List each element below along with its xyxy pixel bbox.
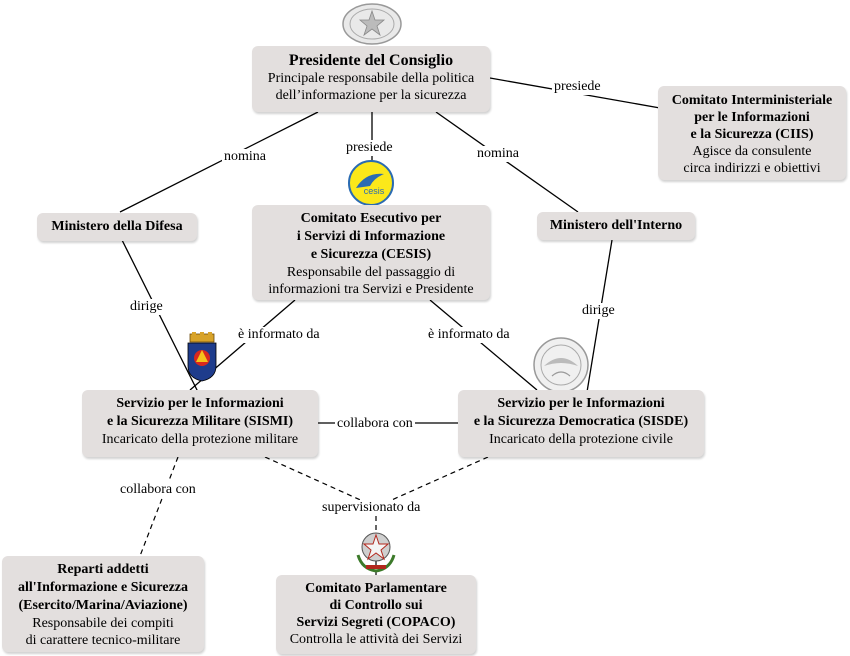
label-collabora-reparti: collabora con: [118, 482, 198, 498]
republic-seal-icon: [342, 3, 402, 45]
label-presiede-cesis: presiede: [344, 140, 395, 156]
node-ciis-desc: Agisce da consulente circa indirizzi e o…: [683, 144, 821, 176]
node-ciis: Comitato Interministeriale per le Inform…: [658, 86, 846, 180]
label-dirige-sismi: dirige: [128, 299, 165, 315]
edge-supervisionato-sismi: [264, 456, 377, 508]
cesis-logo-icon: cesis: [348, 160, 394, 206]
node-copaco: Comitato Parlamentare di Controllo sui S…: [276, 575, 476, 654]
node-copaco-title: Comitato Parlamentare di Controllo sui S…: [296, 581, 456, 630]
label-informato-sisde: è informato da: [426, 327, 512, 343]
edge-collabora-reparti: [139, 456, 179, 557]
sisde-seal-icon: [533, 337, 589, 393]
node-sisde-desc: Incaricato della protezione civile: [489, 432, 673, 447]
label-supervisionato: supervisionato da: [320, 500, 423, 516]
italian-emblem-icon: [356, 532, 396, 573]
label-dirige-sisde: dirige: [580, 303, 617, 319]
sismi-crest-icon: [187, 332, 217, 382]
node-presidente-desc: Principale responsabile della politica d…: [267, 71, 475, 103]
cesis-logo-text: cesis: [364, 186, 385, 196]
node-reparti-title: Reparti addetti all'Informazione e Sicur…: [17, 562, 189, 613]
node-sismi-title: Servizio per le Informazioni e la Sicure…: [106, 396, 294, 429]
node-sisde-title: Servizio per le Informazioni e la Sicure…: [473, 396, 689, 429]
edge-supervisionato-sisde: [375, 456, 489, 508]
node-cesis-desc: Responsabile del passaggio di informazio…: [268, 265, 474, 297]
edge-nomina-interno: [435, 111, 579, 213]
node-reparti-desc: Responsabile dei compiti di carattere te…: [25, 616, 181, 648]
node-sismi: Servizio per le Informazioni e la Sicure…: [82, 390, 318, 457]
label-nomina-interno: nomina: [475, 146, 521, 162]
label-presiede-ciis: presiede: [552, 79, 603, 95]
node-cesis-title: Comitato Esecutivo per i Servizi di Info…: [296, 211, 446, 262]
edge-informato-sisde: [429, 299, 538, 391]
label-informato-sismi: è informato da: [236, 327, 322, 343]
label-nomina-difesa: nomina: [222, 149, 268, 165]
node-difesa-title: Ministero della Difesa: [51, 219, 183, 234]
label-collabora-sismi-sisde: collabora con: [335, 416, 415, 432]
edge-nomina-difesa: [119, 111, 319, 213]
node-difesa: Ministero della Difesa: [37, 213, 197, 241]
node-reparti: Reparti addetti all'Informazione e Sicur…: [2, 556, 204, 652]
node-sismi-desc: Incaricato della protezione militare: [101, 432, 299, 447]
node-presidente: Presidente del Consiglio Principale resp…: [252, 46, 490, 112]
node-presidente-title: Presidente del Consiglio: [288, 52, 454, 69]
node-cesis: Comitato Esecutivo per i Servizi di Info…: [252, 205, 490, 300]
node-interno: Ministero dell'Interno: [537, 212, 695, 240]
node-ciis-title: Comitato Interministeriale per le Inform…: [671, 93, 833, 142]
node-sisde: Servizio per le Informazioni e la Sicure…: [458, 390, 704, 457]
node-interno-title: Ministero dell'Interno: [549, 218, 683, 233]
edge-dirige-sismi: [121, 239, 199, 393]
node-copaco-desc: Controlla le attività dei Servizi: [289, 632, 463, 647]
